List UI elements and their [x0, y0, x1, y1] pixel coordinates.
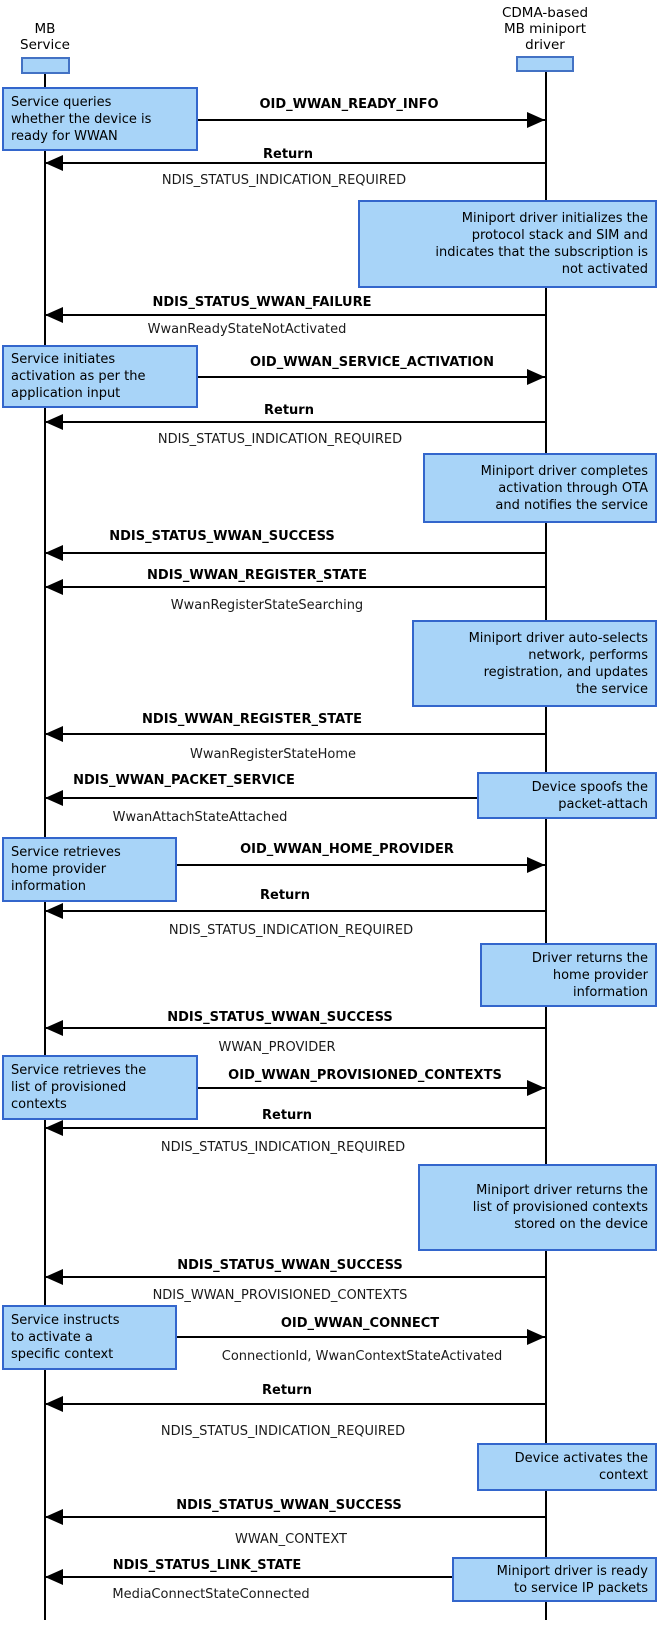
arrow-left-icon	[45, 1120, 545, 1136]
arrow-right-icon	[45, 369, 545, 385]
message-label: Return	[262, 1108, 312, 1123]
note: Miniport driver auto-selects network, pe…	[412, 620, 657, 707]
note: Service retrieves home provider informat…	[2, 837, 177, 902]
arrow-right-icon	[45, 112, 545, 128]
arrow-right-icon	[45, 857, 545, 873]
note: Driver returns the home provider informa…	[480, 943, 657, 1007]
arrow-left-icon	[45, 155, 545, 171]
message-sublabel: NDIS_STATUS_INDICATION_REQUIRED	[157, 432, 403, 447]
message-label: OID_WWAN_PROVISIONED_CONTEXTS	[228, 1068, 502, 1083]
message-label: OID_WWAN_READY_INFO	[259, 97, 439, 112]
note: Device activates the context	[477, 1443, 657, 1491]
message-label: OID_WWAN_CONNECT	[280, 1316, 440, 1331]
message-label: OID_WWAN_HOME_PROVIDER	[240, 842, 454, 857]
actor-box-mb-service	[21, 57, 70, 74]
message-sublabel: WwanRegisterStateSearching	[170, 598, 364, 613]
arrow-right-icon	[45, 1080, 545, 1096]
message-label: NDIS_STATUS_WWAN_SUCCESS	[167, 1010, 393, 1025]
actor-box-miniport-driver	[516, 56, 574, 72]
message-label: Return	[263, 147, 313, 162]
arrow-left-icon	[45, 307, 545, 323]
note: Miniport driver completes activation thr…	[423, 453, 657, 523]
arrow-left-icon	[45, 1020, 545, 1036]
message-sublabel: NDIS_STATUS_INDICATION_REQUIRED	[168, 923, 414, 938]
message-sublabel: WWAN_PROVIDER	[218, 1040, 336, 1055]
arrow-left-icon	[45, 903, 545, 919]
message-label: NDIS_WWAN_PACKET_SERVICE	[73, 773, 295, 788]
message-sublabel: NDIS_STATUS_INDICATION_REQUIRED	[160, 1424, 406, 1439]
arrow-left-icon	[45, 1269, 545, 1285]
message-label: NDIS_STATUS_LINK_STATE	[112, 1558, 302, 1573]
lifeline-miniport-driver	[545, 72, 547, 1620]
note: Miniport driver returns the list of prov…	[418, 1164, 657, 1251]
message-label: Return	[262, 1383, 312, 1398]
note: Service instructs to activate a specific…	[2, 1305, 177, 1370]
message-label: NDIS_WWAN_REGISTER_STATE	[142, 712, 362, 727]
arrow-left-icon	[45, 726, 545, 742]
message-label: Return	[264, 403, 314, 418]
message-label: NDIS_STATUS_WWAN_SUCCESS	[177, 1258, 403, 1273]
message-label: Return	[260, 888, 310, 903]
message-label: NDIS_WWAN_REGISTER_STATE	[147, 568, 367, 583]
note: Service retrieves the list of provisione…	[2, 1055, 198, 1120]
note: Miniport driver initializes the protocol…	[358, 200, 657, 288]
message-sublabel: ConnectionId, WwanContextStateActivated	[221, 1349, 503, 1364]
arrow-left-icon	[45, 545, 545, 561]
note: Service initiates activation as per the …	[2, 345, 198, 408]
message-sublabel: MediaConnectStateConnected	[112, 1587, 310, 1602]
arrow-left-icon	[45, 414, 545, 430]
arrow-left-icon	[45, 1569, 545, 1585]
arrow-left-icon	[45, 579, 545, 595]
arrow-left-icon	[45, 1396, 545, 1412]
message-sublabel: NDIS_WWAN_PROVISIONED_CONTEXTS	[152, 1288, 408, 1303]
message-label: NDIS_STATUS_WWAN_SUCCESS	[176, 1498, 402, 1513]
note: Device spoofs the packet-attach	[477, 772, 657, 819]
message-sublabel: WwanRegisterStateHome	[189, 747, 357, 762]
message-sublabel: NDIS_STATUS_INDICATION_REQUIRED	[160, 1140, 406, 1155]
message-sublabel: WwanReadyStateNotActivated	[147, 322, 347, 337]
actor-label-miniport-driver: CDMA-based MB miniport driver	[501, 5, 589, 53]
message-sublabel: WWAN_CONTEXT	[235, 1532, 347, 1547]
message-label: NDIS_STATUS_WWAN_SUCCESS	[109, 529, 335, 544]
arrow-right-icon	[45, 1329, 545, 1345]
note: Service queries whether the device is re…	[2, 87, 198, 151]
actor-label-mb-service: MB Service	[20, 21, 70, 53]
message-sublabel: WwanAttachStateAttached	[112, 810, 288, 825]
arrow-left-icon	[45, 790, 545, 806]
arrow-left-icon	[45, 1509, 545, 1525]
message-label: NDIS_STATUS_WWAN_FAILURE	[152, 295, 372, 310]
note: Miniport driver is ready to service IP p…	[452, 1557, 657, 1602]
message-label: OID_WWAN_SERVICE_ACTIVATION	[250, 355, 494, 370]
message-sublabel: NDIS_STATUS_INDICATION_REQUIRED	[161, 173, 407, 188]
